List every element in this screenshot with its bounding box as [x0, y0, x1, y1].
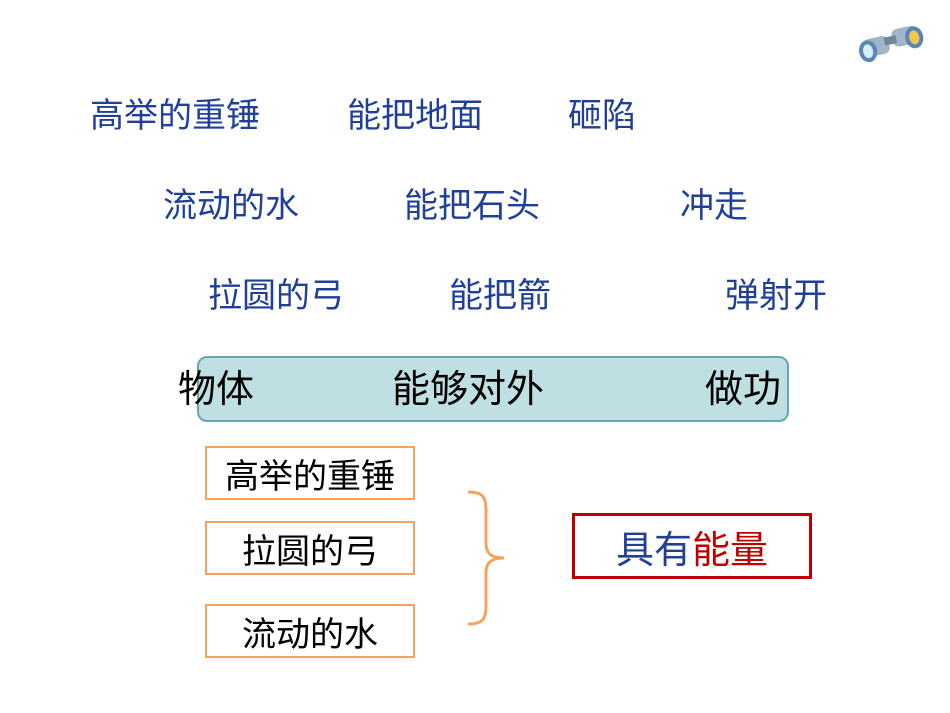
- row2-result: 冲走: [680, 186, 748, 226]
- binoculars-icon: [859, 25, 924, 63]
- conclusion-prefix: 具有: [615, 527, 692, 572]
- box-bow: 拉圆的弓: [205, 521, 415, 575]
- conclusion-box: 具有能量: [572, 513, 812, 579]
- band-object: 物体: [178, 367, 255, 411]
- band-can-do: 能够对外: [392, 367, 545, 411]
- row2-verb: 能把石头: [404, 186, 540, 226]
- row3-result: 弹射开: [725, 276, 827, 316]
- row3-subject: 拉圆的弓: [208, 276, 344, 316]
- right-brace-icon: [467, 490, 505, 626]
- row3-verb: 能把箭: [449, 276, 551, 316]
- summary-band: [197, 356, 789, 422]
- row2-subject: 流动的水: [163, 186, 299, 226]
- band-work: 做功: [705, 367, 782, 411]
- row1-verb: 能把地面: [347, 96, 483, 136]
- box-hammer: 高举的重锤: [205, 446, 415, 500]
- row1-result: 砸陷: [568, 96, 636, 136]
- box-water: 流动的水: [205, 604, 415, 658]
- row1-subject: 高举的重锤: [90, 96, 260, 136]
- conclusion-energy: 能量: [692, 527, 769, 572]
